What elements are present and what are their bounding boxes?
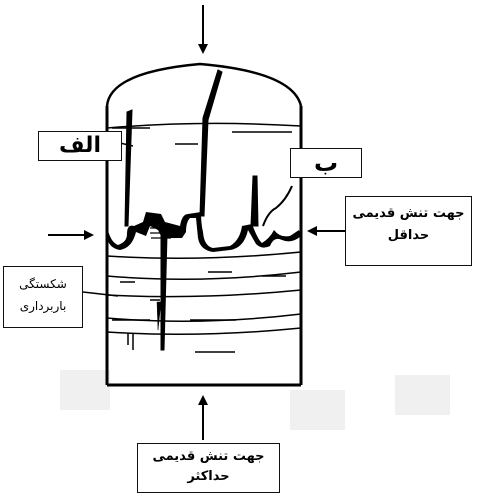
leader-lines (82, 142, 134, 297)
min-stress-line1: جهت تنش قدیمی (352, 206, 465, 221)
max-stress-label: جهت تنش قدیمی حداکثر (137, 443, 280, 493)
max-stress-line1: جهت تنش قدیمی (152, 449, 265, 464)
min-stress-line2: حداقل (387, 228, 430, 243)
core-body (105, 62, 303, 387)
fracture-label: شکستگی باربرداری (3, 266, 83, 328)
label-be: ب (290, 148, 362, 178)
label-alef: الف (38, 131, 122, 161)
watermark (60, 370, 110, 410)
max-stress-line2: حداکثر (187, 469, 230, 484)
fracture-line2: باربرداری (19, 299, 67, 313)
min-stress-label: جهت تنش قدیمی حداقل (345, 196, 472, 266)
vertical-fractures (124, 69, 293, 351)
layer-lines (106, 122, 302, 353)
fracture-band (107, 212, 301, 252)
fracture-line1: شکستگی (19, 277, 67, 291)
watermark (395, 375, 450, 415)
watermark (290, 390, 345, 430)
